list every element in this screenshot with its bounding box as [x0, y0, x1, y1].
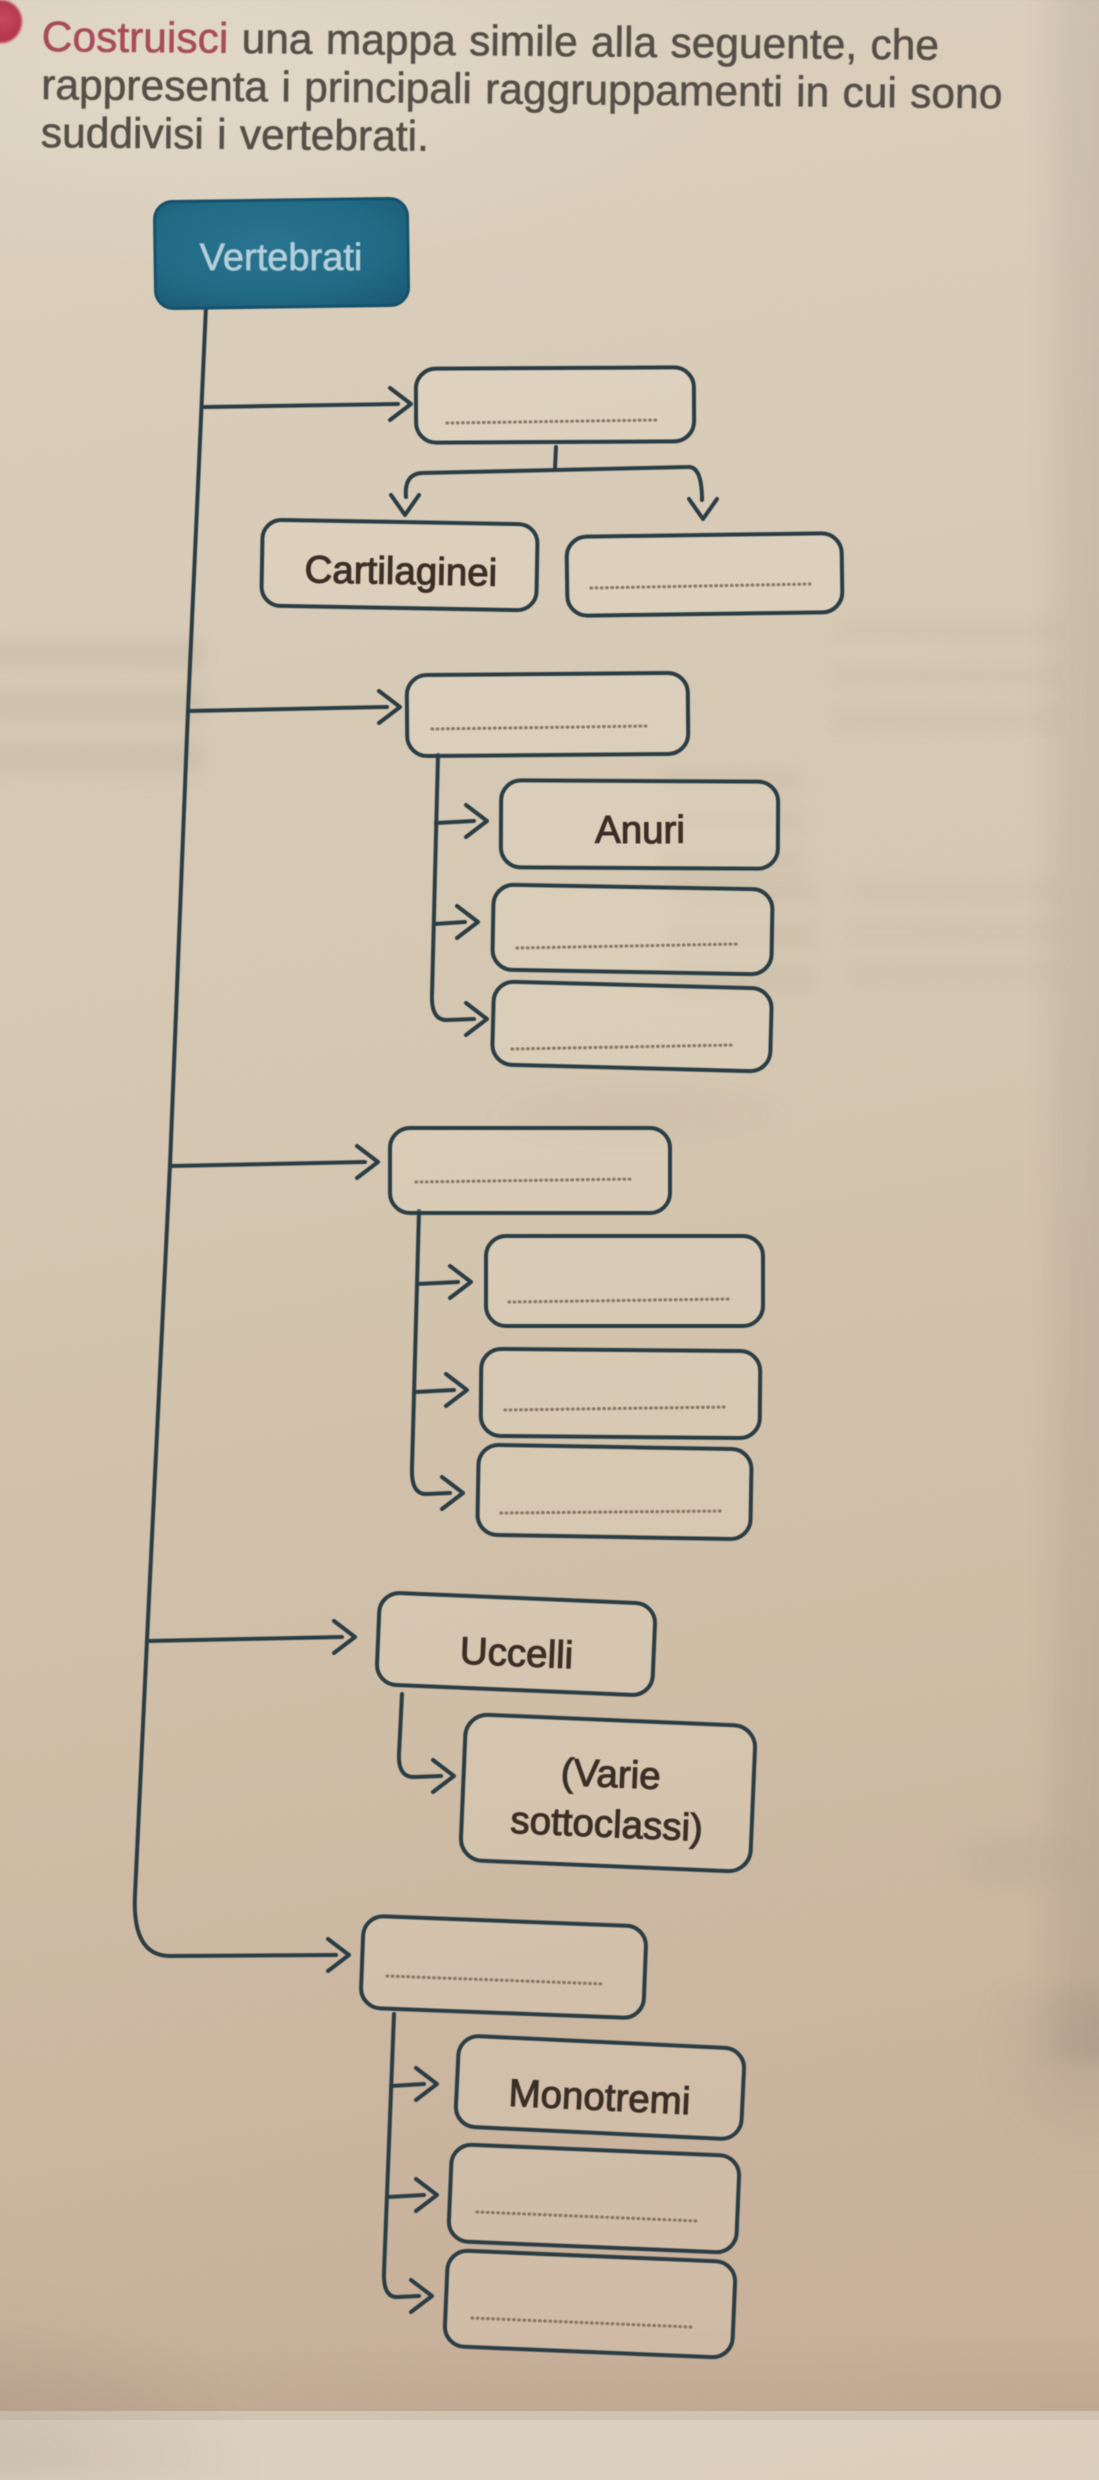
svg-text:sottoclassi): sottoclassi)	[510, 1799, 704, 1850]
svg-text:(Varie: (Varie	[560, 1751, 662, 1798]
svg-text:Monotremi: Monotremi	[508, 2072, 692, 2124]
svg-text:Anuri: Anuri	[595, 809, 685, 852]
svg-text:Uccelli: Uccelli	[459, 1630, 574, 1678]
svg-text:Cartilaginei: Cartilaginei	[304, 548, 497, 594]
svg-text:Vertebrati: Vertebrati	[200, 237, 363, 279]
